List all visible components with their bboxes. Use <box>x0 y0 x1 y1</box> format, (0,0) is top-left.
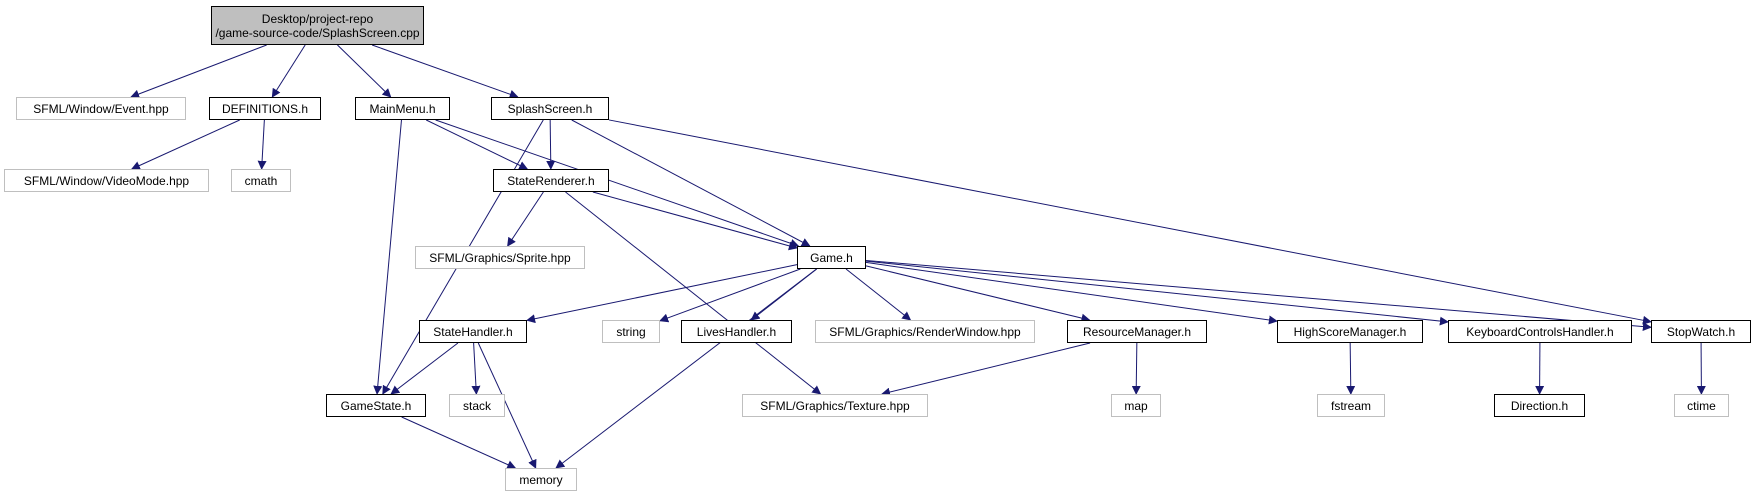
node-sfml-graphics-renderwindow[interactable]: SFML/Graphics/RenderWindow.hpp <box>815 320 1035 343</box>
node-liveshandler-h[interactable]: LivesHandler.h <box>681 320 792 343</box>
node-game-h[interactable]: Game.h <box>797 246 866 269</box>
edge-game-to-statehandler <box>526 264 798 324</box>
edge-game-to-memory <box>555 268 817 469</box>
node-stack[interactable]: stack <box>449 394 505 417</box>
edge-mainmenu-to-gamestate <box>373 119 402 395</box>
node-staterenderer-h[interactable]: StateRenderer.h <box>493 169 609 192</box>
edge-statehandler-to-memory <box>477 342 537 469</box>
node-sfml-window-videomode[interactable]: SFML/Window/VideoMode.hpp <box>4 169 209 192</box>
edge-definitions-to-cmath <box>257 119 267 170</box>
edge-staterenderer-to-game <box>592 191 798 251</box>
edge-game-to-keyboardcontrols <box>865 260 1449 326</box>
node-statehandler-h[interactable]: StateHandler.h <box>419 320 527 343</box>
node-resourcemanager-h[interactable]: ResourceManager.h <box>1067 320 1207 343</box>
edge-splashscreen_h-to-staterenderer <box>546 119 556 170</box>
node-ctime[interactable]: ctime <box>1674 394 1729 417</box>
edge-game-to-highscoremanager <box>865 261 1278 325</box>
edge-mainmenu-to-game <box>435 119 800 248</box>
node-keyboardcontrolshandler-h[interactable]: KeyboardControlsHandler.h <box>1448 320 1632 343</box>
edge-resourcemanager-to-map <box>1131 342 1141 395</box>
edge-resourcemanager-to-texture <box>881 342 1091 397</box>
edge-splashscreen_h-to-stopwatch <box>608 119 1652 325</box>
root-node-label-line2: /game-source-code/SplashScreen.cpp <box>215 25 420 40</box>
edge-game-to-stopwatch <box>865 259 1652 332</box>
node-sfml-graphics-sprite[interactable]: SFML/Graphics/Sprite.hpp <box>415 246 585 269</box>
node-string[interactable]: string <box>602 320 660 343</box>
node-direction-h[interactable]: Direction.h <box>1494 394 1585 417</box>
node-gamestate-h[interactable]: GameState.h <box>326 394 426 417</box>
root-node-label-line1: Desktop/project-repo <box>261 11 374 26</box>
edge-root-to-event <box>130 44 267 99</box>
node-cmath[interactable]: cmath <box>231 169 291 192</box>
edge-definitions-to-videomode <box>130 119 240 170</box>
edge-root-to-mainmenu <box>337 44 392 98</box>
node-splashscreen-h[interactable]: SplashScreen.h <box>491 97 609 120</box>
edge-game-to-resourcemanager <box>865 265 1091 323</box>
edge-mainmenu-to-staterenderer <box>426 119 529 170</box>
node-fstream[interactable]: fstream <box>1317 394 1385 417</box>
edge-statehandler-to-stack <box>471 342 481 395</box>
node-sfml-graphics-texture[interactable]: SFML/Graphics/Texture.hpp <box>742 394 928 417</box>
edge-staterenderer-to-sprite <box>507 191 544 247</box>
node-definitions-h[interactable]: DEFINITIONS.h <box>209 97 321 120</box>
edge-game-to-renderwindow <box>845 268 912 321</box>
node-memory[interactable]: memory <box>505 468 577 491</box>
edge-highscoremanager-to-fstream <box>1346 342 1356 395</box>
edge-game-to-string <box>659 268 801 323</box>
edge-splashscreen_h-to-game <box>571 119 811 247</box>
node-mainmenu-h[interactable]: MainMenu.h <box>355 97 450 120</box>
node-sfml-window-event[interactable]: SFML/Window/Event.hpp <box>16 97 186 120</box>
edge-root-to-definitions <box>271 44 306 98</box>
node-stopwatch-h[interactable]: StopWatch.h <box>1651 320 1751 343</box>
edge-staterenderer-to-texture <box>565 191 822 395</box>
root-node-splashscreen-cpp[interactable]: Desktop/project-repo /game-source-code/S… <box>211 6 424 45</box>
edge-root-to-splashscreen_h <box>371 44 519 99</box>
edge-gamestate-to-memory <box>401 416 517 469</box>
node-map[interactable]: map <box>1111 394 1161 417</box>
edge-statehandler-to-gamestate <box>390 342 459 395</box>
node-highscoremanager-h[interactable]: HighScoreManager.h <box>1277 320 1423 343</box>
